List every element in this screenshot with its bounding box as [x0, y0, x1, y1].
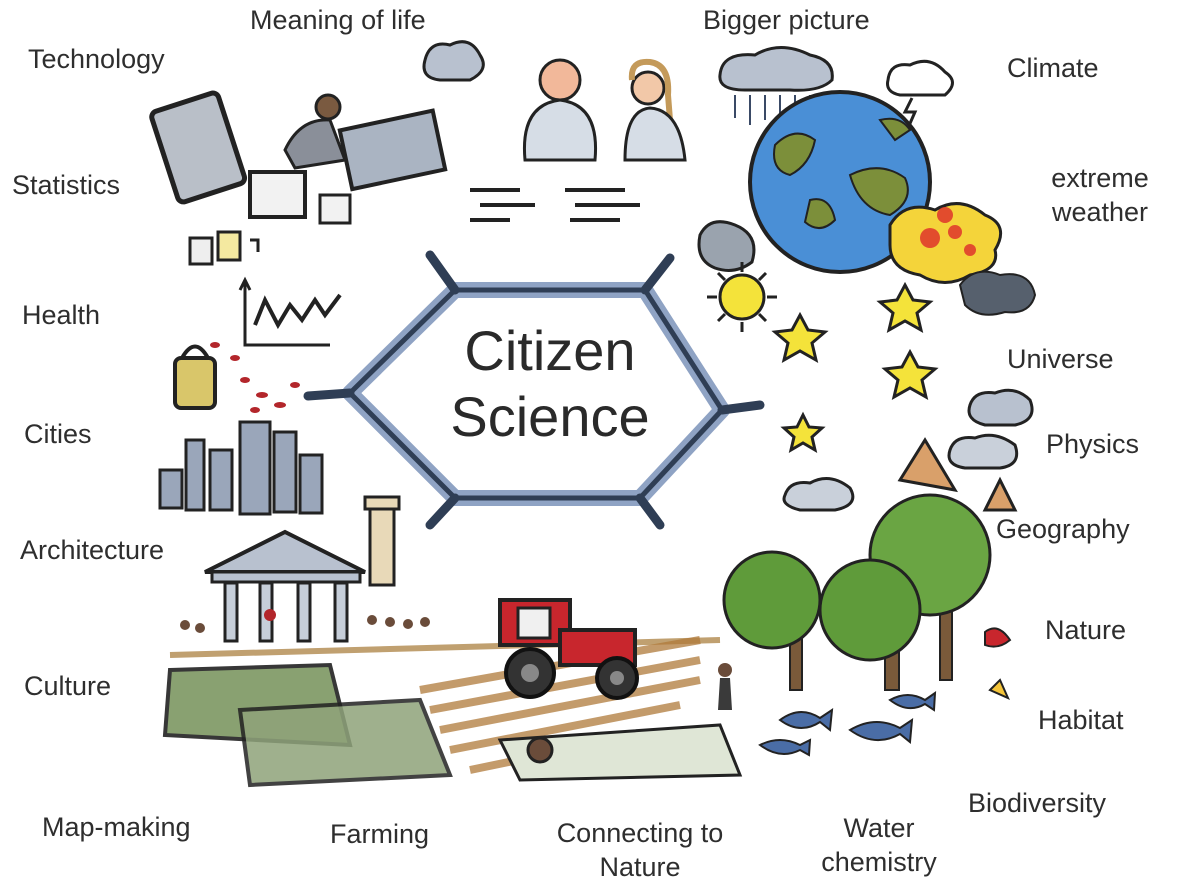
label-universe: Universe: [1007, 344, 1114, 374]
fish-icon: [758, 690, 937, 757]
label-meaning-of-life: Meaning of life: [250, 5, 426, 35]
label-biodiversity: Biodiversity: [968, 788, 1107, 818]
label-geography: Geography: [996, 514, 1130, 544]
label-nature: Nature: [1045, 615, 1127, 645]
title-line-2: Science: [450, 385, 650, 448]
wildfire-icon: [697, 202, 1037, 316]
sun-icon: [707, 262, 777, 332]
label-health: Health: [22, 300, 101, 330]
label-water-chemistry: Water chemistry: [795, 811, 963, 879]
label-extreme-weather-line1: extreme: [1051, 163, 1149, 193]
people-talking-icon: [422, 40, 687, 222]
label-statistics: Statistics: [12, 170, 121, 200]
label-extreme-weather-line2: weather: [1051, 197, 1149, 227]
hexagon-title: Citizen Science: [340, 318, 760, 450]
health-chart-icon: [173, 276, 342, 413]
label-farming: Farming: [330, 819, 430, 849]
label-bigger-picture: Bigger picture: [703, 5, 870, 35]
hexagon-frame: [303, 250, 765, 530]
label-technology: Technology: [28, 44, 165, 74]
label-cities: Cities: [24, 419, 92, 449]
clouds-mountains-icon: [782, 388, 1034, 512]
laptop-icon: [149, 90, 448, 225]
label-water-line2: chemistry: [821, 847, 937, 877]
label-physics: Physics: [1046, 429, 1140, 459]
temple-icon: [180, 495, 430, 643]
earth-globe-icon: [748, 90, 932, 274]
label-architecture: Architecture: [20, 535, 165, 565]
label-extreme-weather: extreme weather: [1030, 161, 1170, 229]
title-line-1: Citizen: [464, 319, 636, 382]
trees-icon: [718, 493, 1012, 710]
label-connecting-line1: Connecting to: [556, 818, 724, 848]
stars-icon: [771, 281, 939, 454]
label-culture: Culture: [24, 671, 112, 701]
map-fields: [162, 636, 743, 788]
label-water-line1: Water: [843, 813, 915, 843]
label-connecting-to-nature: Connecting to Nature: [522, 816, 758, 884]
documents-icon: [188, 230, 260, 266]
city-buildings-icon: [158, 420, 324, 516]
tractor-icon: [498, 598, 639, 700]
label-habitat: Habitat: [1038, 705, 1124, 735]
label-climate: Climate: [1007, 53, 1099, 83]
label-map-making: Map-making: [42, 812, 191, 842]
label-connecting-line2: Nature: [599, 852, 681, 882]
